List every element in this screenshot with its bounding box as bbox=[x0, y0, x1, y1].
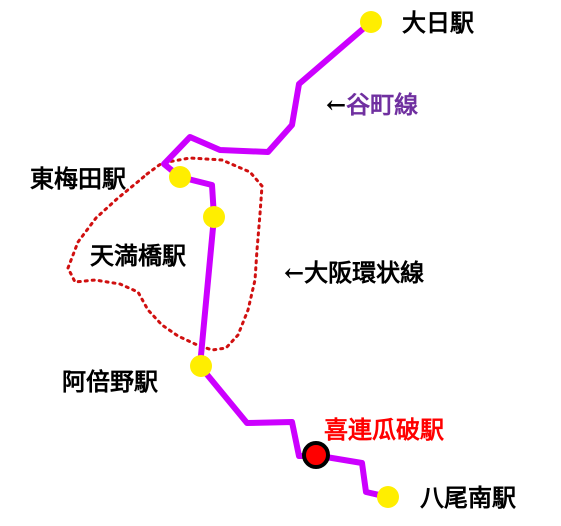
osaka-loop-line-label: ←大阪環状線 bbox=[284, 258, 424, 287]
station-temmabashi-dot[interactable] bbox=[203, 206, 225, 228]
tanimachi-line-label: ←谷町線 bbox=[326, 90, 418, 119]
tanimachi-line-name: 谷町線 bbox=[346, 90, 418, 119]
station-abeno-label: 阿倍野駅 bbox=[62, 367, 158, 396]
station-temmabashi-label: 天満橋駅 bbox=[90, 241, 186, 270]
station-abeno-dot[interactable] bbox=[190, 355, 212, 377]
left-arrow-icon: ← bbox=[326, 90, 346, 119]
station-kire-uriwari-label: 喜連瓜破駅 bbox=[324, 415, 444, 444]
station-yao-minami-label: 八尾南駅 bbox=[420, 483, 516, 512]
station-higashi-umeda-dot[interactable] bbox=[169, 166, 191, 188]
station-dainichi-label: 大日駅 bbox=[402, 8, 474, 37]
station-kire-uriwari-dot[interactable] bbox=[302, 441, 330, 469]
station-higashi-umeda-label: 東梅田駅 bbox=[30, 164, 126, 193]
osaka-loop-line bbox=[66, 156, 264, 352]
station-yao-minami-dot[interactable] bbox=[377, 486, 399, 508]
station-dainichi-dot[interactable] bbox=[360, 11, 382, 33]
